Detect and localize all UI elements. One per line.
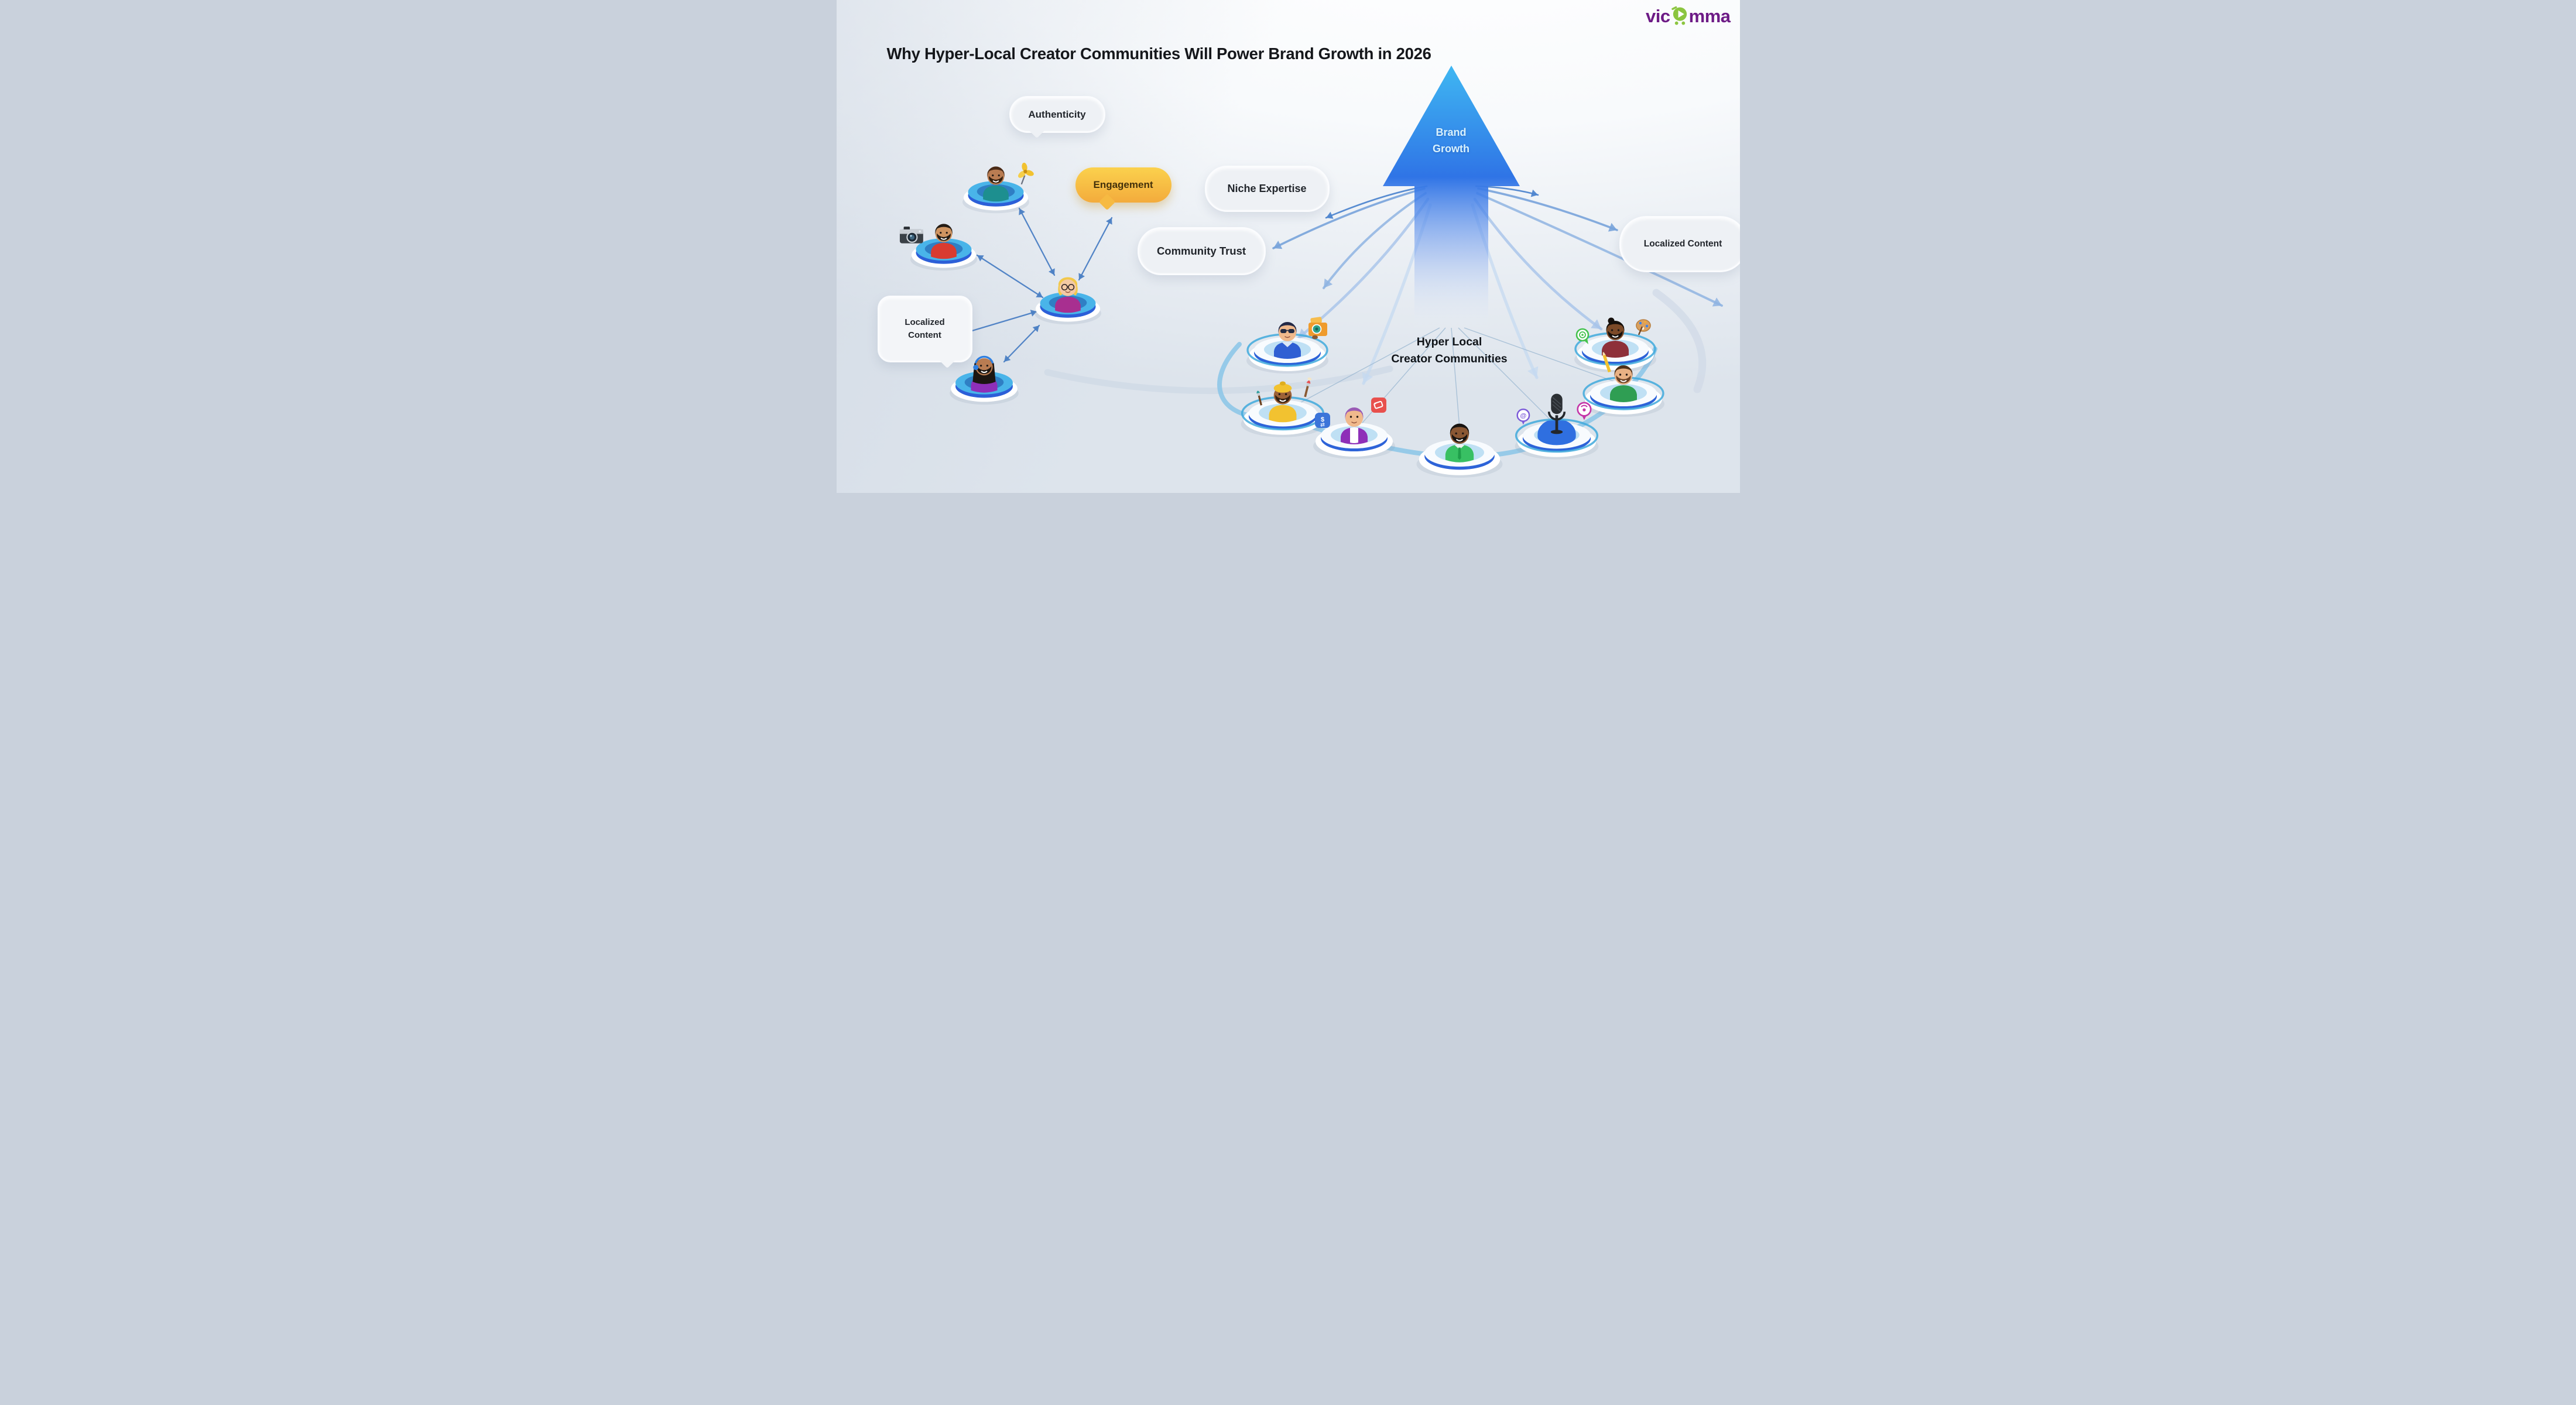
creator-turban-painter-node xyxy=(1241,377,1324,437)
svg-text:@: @ xyxy=(1520,412,1526,419)
niche-expertise-label: Niche Expertise xyxy=(1227,183,1307,194)
hyper-local-label: Hyper Local Creator Communities xyxy=(1367,334,1532,368)
camera-icon xyxy=(899,227,923,244)
authenticity-bubble: Authenticity xyxy=(1009,96,1105,133)
shopping-cart-play-icon xyxy=(1671,6,1687,25)
infographic-scene: $ ⇄ @ xyxy=(899,66,1723,478)
creator-bun-artist-node xyxy=(1574,317,1656,372)
paintbrush-icon xyxy=(1303,377,1311,397)
podcast-pin-icon xyxy=(1576,402,1591,420)
community-trust-bubble: Community Trust xyxy=(1137,227,1266,275)
creator-purple-jacket-node: $ ⇄ xyxy=(1313,397,1395,459)
brand-logo: vic mma xyxy=(1646,5,1731,27)
localized-content-left-bubble: Localized Content xyxy=(877,296,972,362)
pinwheel-flower-icon xyxy=(1018,162,1034,185)
engagement-bubble: Engagement xyxy=(1075,167,1171,203)
creator-headphones-node xyxy=(949,355,1019,405)
pencil-icon xyxy=(1602,351,1611,373)
hyper-local-line1: Hyper Local xyxy=(1416,335,1482,348)
page-title: Why Hyper-Local Creator Communities Will… xyxy=(886,44,1431,63)
hyper-local-line2: Creator Communities xyxy=(1391,352,1508,365)
svg-text:$: $ xyxy=(1320,416,1324,423)
localized-left-line2: Content xyxy=(908,330,941,340)
currency-exchange-icon: $ ⇄ xyxy=(1314,413,1330,428)
podcast-mic-node-node: @ xyxy=(1515,393,1598,460)
brand-growth-arrow xyxy=(1382,66,1520,331)
creator-green-tie-node xyxy=(1416,423,1502,478)
localized-content-right-bubble: Localized Content xyxy=(1619,216,1740,272)
paintbrush-icon xyxy=(1256,390,1262,406)
creator-teal-flower-node xyxy=(962,162,1034,214)
niche-expertise-bubble: Niche Expertise xyxy=(1204,166,1330,212)
engagement-label: Engagement xyxy=(1093,179,1153,190)
creator-blonde-glasses-node xyxy=(1034,277,1101,325)
palette-icon xyxy=(1635,319,1651,335)
community-trust-label: Community Trust xyxy=(1156,245,1246,257)
svg-text:⇄: ⇄ xyxy=(1320,422,1325,428)
brand-growth-line1: Brand xyxy=(1436,126,1467,138)
target-pin-icon xyxy=(1575,328,1589,344)
microphone-icon xyxy=(1547,393,1566,434)
logo-text-suffix: mma xyxy=(1688,5,1731,26)
localized-left-line1: Localized xyxy=(905,317,945,328)
creator-red-camera-node xyxy=(899,224,977,271)
authenticity-label: Authenticity xyxy=(1028,108,1086,120)
price-tag-icon xyxy=(1371,397,1386,413)
brand-growth-line2: Growth xyxy=(1433,143,1469,155)
at-pin-icon: @ xyxy=(1516,408,1530,425)
infographic-stage: $ ⇄ @ Why Hyper-Local Creator Communitie… xyxy=(836,0,1740,493)
camera-bag-icon xyxy=(1308,317,1327,340)
creator-green-pencil-node xyxy=(1582,351,1664,417)
logo-text-prefix: vic xyxy=(1646,5,1670,26)
brand-growth-label: Brand Growth xyxy=(1402,124,1501,157)
creator-sunglasses-node xyxy=(1246,317,1328,373)
localized-right-label: Localized Content xyxy=(1643,239,1722,249)
